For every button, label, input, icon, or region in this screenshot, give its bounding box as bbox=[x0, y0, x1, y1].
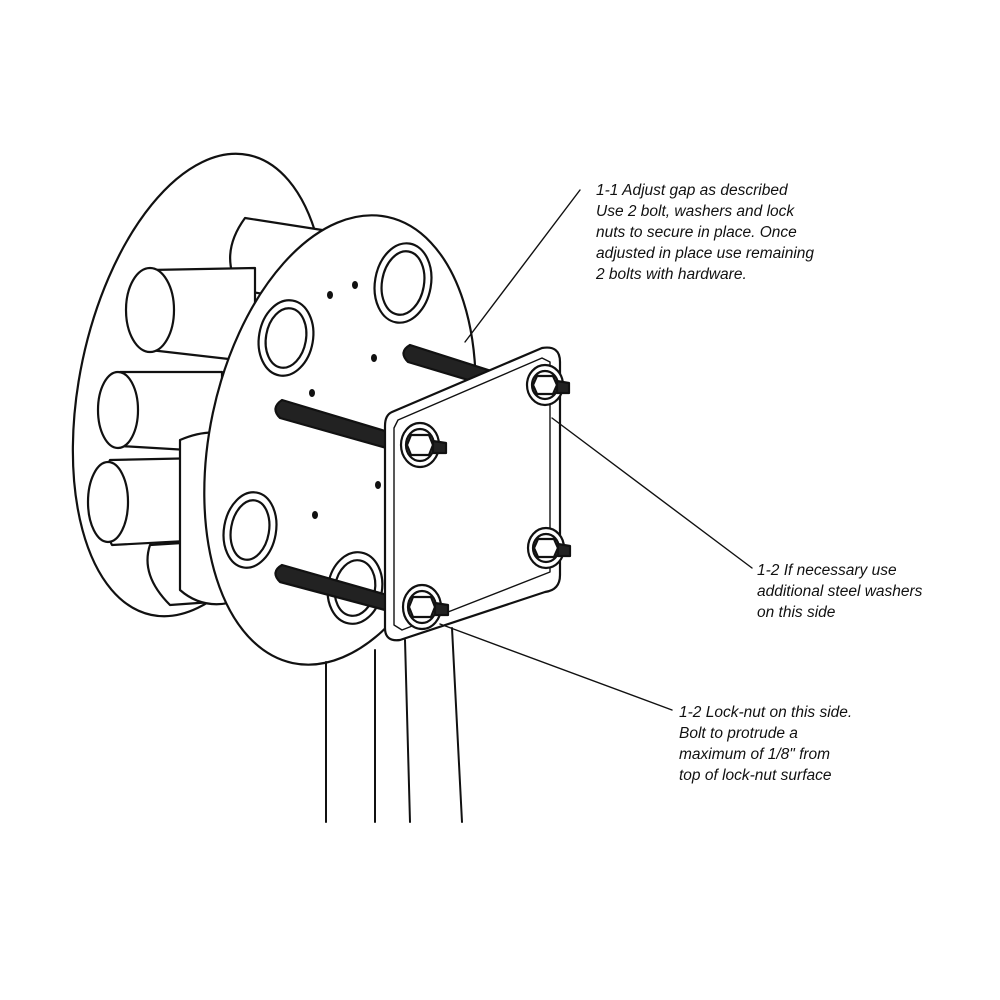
callout-line: maximum of 1/8" from bbox=[679, 746, 831, 763]
callout-line: Bolt to protrude a bbox=[679, 725, 798, 742]
callout-line: 1-2 Lock-nut on this side. bbox=[679, 704, 853, 721]
small-holes bbox=[309, 281, 381, 519]
callout-steel-washers: 1-2 If necessary use additional steel wa… bbox=[757, 560, 922, 623]
callout-line: Use 2 bolt, washers and lock bbox=[596, 203, 795, 220]
callout-lock-nut: 1-2 Lock-nut on this side. Bolt to protr… bbox=[679, 702, 852, 786]
lock-nuts bbox=[399, 363, 572, 631]
callout-line: on this side bbox=[757, 604, 836, 621]
mounting-plate bbox=[383, 346, 562, 642]
callout-line: adjusted in place use remaining bbox=[596, 245, 814, 262]
callout-line: additional steel washers bbox=[757, 583, 923, 600]
callout-line: 1-2 If necessary use bbox=[757, 562, 897, 579]
callout-line: top of lock-nut surface bbox=[679, 767, 832, 784]
callout-line: 2 bolts with hardware. bbox=[596, 266, 747, 283]
callout-line: 1-1 Adjust gap as described bbox=[596, 182, 788, 199]
support-legs bbox=[325, 627, 463, 823]
callout-adjust-gap: 1-1 Adjust gap as described Use 2 bolt, … bbox=[596, 180, 814, 285]
callout-line: nuts to secure in place. Once bbox=[596, 224, 797, 241]
leader-lines bbox=[439, 189, 753, 711]
